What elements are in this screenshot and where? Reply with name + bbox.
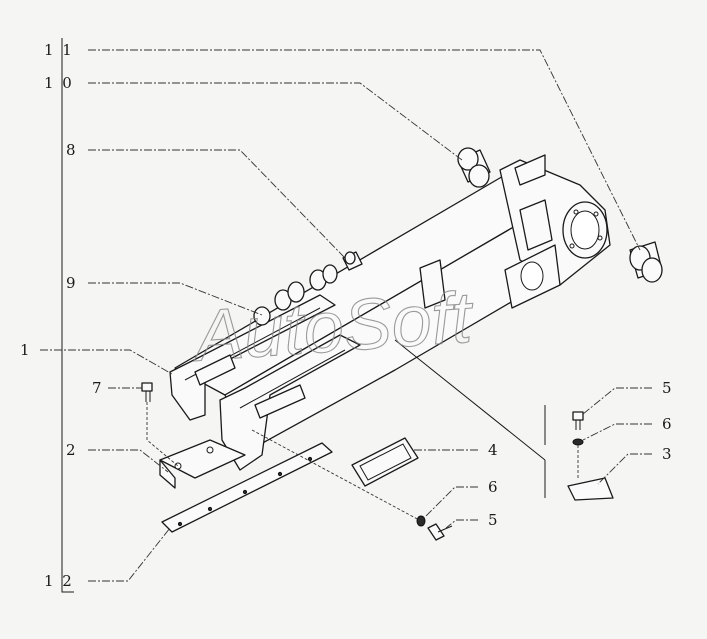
leader-5-lower — [445, 519, 478, 529]
callout-2: 2 — [66, 441, 78, 459]
cover-plate-4 — [351, 437, 419, 487]
callout-4: 4 — [488, 441, 500, 459]
axis-bolt-5-lower — [251, 429, 422, 522]
leader-6-upper — [582, 423, 652, 441]
pin-set-9 — [253, 264, 338, 326]
leader-11 — [88, 49, 641, 251]
pin-8 — [342, 251, 363, 271]
callout-11: 1 1 — [44, 41, 74, 59]
plate-2 — [159, 439, 246, 489]
leader-2 — [88, 449, 169, 473]
callout-6-upper: 6 — [662, 415, 674, 433]
leader-12 — [88, 527, 171, 582]
bolt-5-upper — [572, 411, 584, 430]
bushing-11 — [629, 241, 663, 283]
bolt-5-lower — [427, 523, 453, 541]
leader-8 — [88, 149, 346, 259]
leader-10 — [88, 82, 463, 161]
callout-3: 3 — [662, 445, 674, 463]
section-line — [394, 339, 546, 461]
bolt-7 — [141, 382, 153, 402]
watermark: AutoSoft — [189, 277, 477, 377]
callout-5-upper: 5 — [662, 379, 674, 397]
leader-1 — [40, 349, 173, 375]
leader-5-upper — [582, 387, 652, 415]
callout-12: 1 2 — [44, 572, 74, 590]
leader-6-lower — [423, 486, 478, 519]
bushings — [253, 147, 663, 326]
callout-1: 1 — [20, 341, 32, 359]
leader-3 — [597, 453, 652, 485]
boom-body — [169, 154, 611, 471]
callout-10: 1 0 — [44, 74, 74, 92]
plate-3 — [567, 477, 614, 501]
callout-bracket — [61, 38, 74, 593]
leader-9 — [88, 282, 263, 316]
callout-8: 8 — [66, 141, 78, 159]
axis-bolt-7 — [146, 402, 179, 467]
callout-6-lower: 6 — [488, 478, 500, 496]
callout-9: 9 — [66, 274, 78, 292]
washer-6-upper — [572, 438, 584, 446]
callout-5-lower: 5 — [488, 511, 500, 529]
plate-12 — [161, 442, 333, 533]
callout-7: 7 — [92, 379, 104, 397]
bushing-10 — [457, 147, 491, 188]
